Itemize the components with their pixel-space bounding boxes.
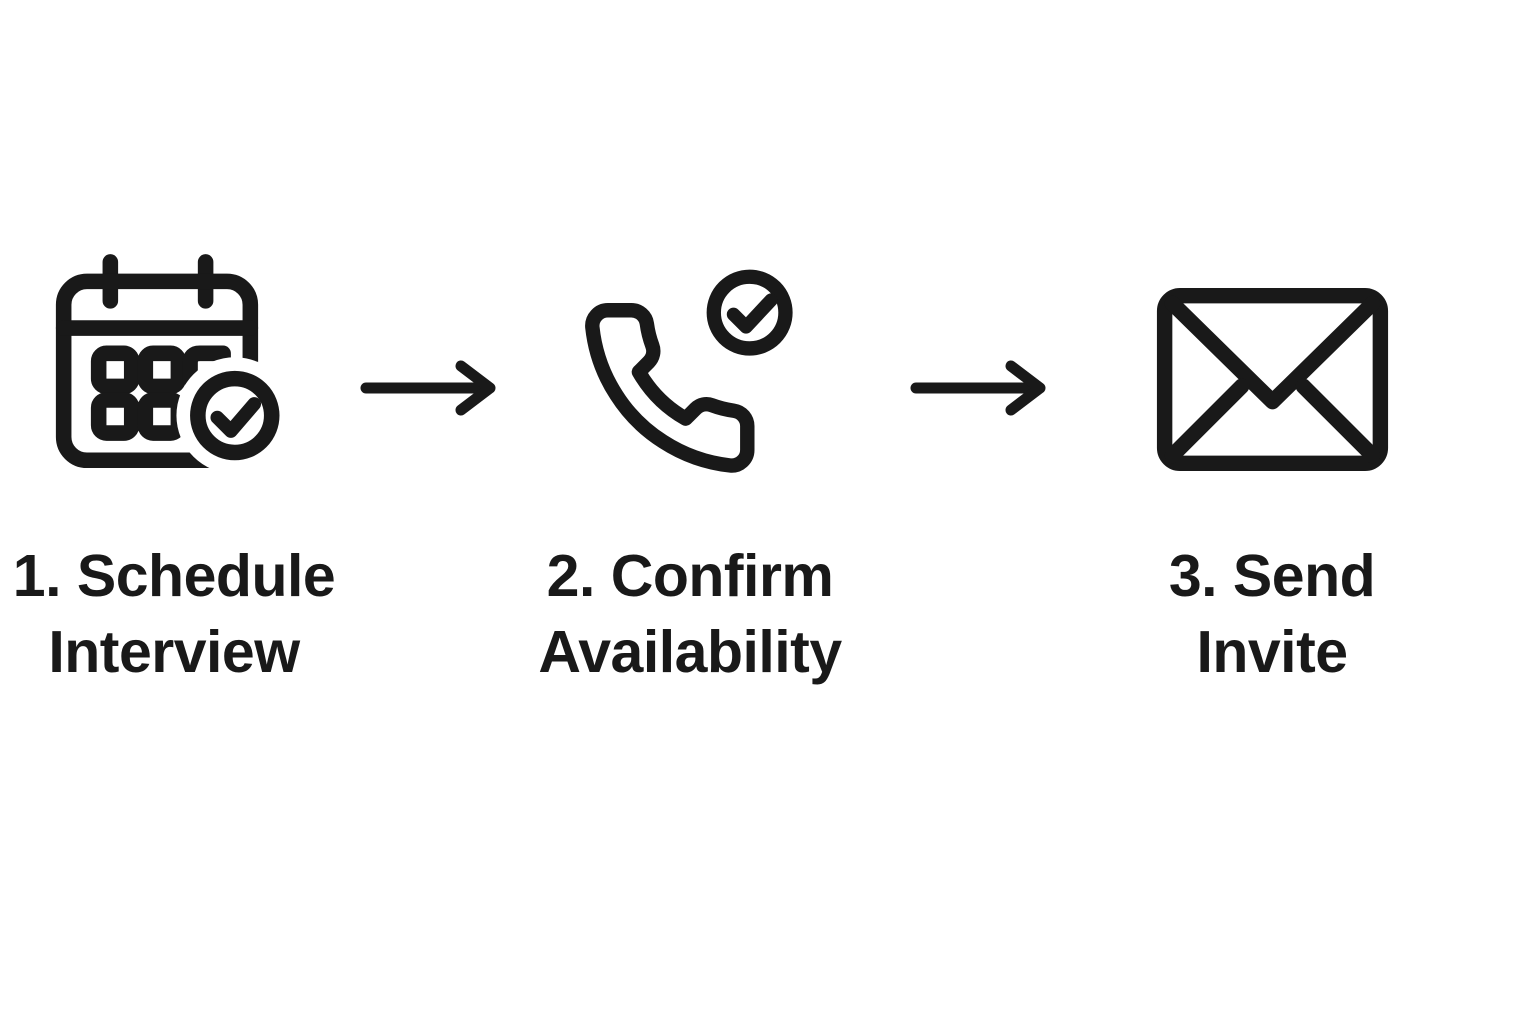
- arrow-right-icon: [358, 358, 503, 423]
- step-label: 1. Schedule Interview: [0, 538, 394, 690]
- step-label-line2: Interview: [48, 619, 300, 685]
- step-label-line2: Availability: [538, 619, 842, 685]
- envelope-icon: [1155, 286, 1390, 473]
- arrow-right-icon: [908, 358, 1053, 423]
- phone-check-icon: [583, 266, 798, 481]
- step-label-line1: 3. Send: [1168, 543, 1376, 609]
- step-label-line2: Invite: [1196, 619, 1348, 685]
- calendar-check-icon: [52, 250, 297, 480]
- step-label-line1: 1. Schedule: [12, 543, 336, 609]
- step-label: 3. Send Invite: [1052, 538, 1492, 690]
- step-label-line1: 2. Confirm: [546, 543, 834, 609]
- step-label: 2. Confirm Availability: [470, 538, 910, 690]
